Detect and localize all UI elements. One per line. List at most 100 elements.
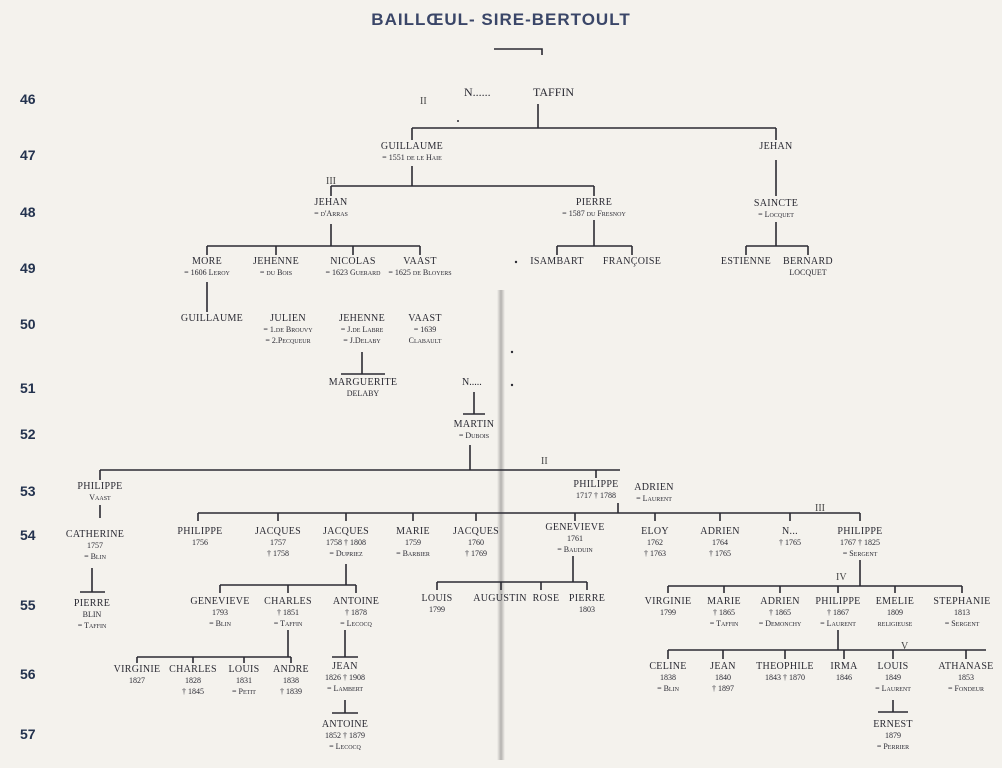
person-pierre48: PIERRE= 1587 du Fresnoy [562,197,626,219]
person-name: THEOPHILE [756,661,814,672]
person-detail: 1761 [566,534,583,543]
person-name: ESTIENNE [720,256,772,267]
person-detail: = Dupriez [329,549,363,558]
person-name: CHARLES [264,596,312,607]
person-name: MARIE [707,596,741,607]
person-name: ANTOINE [321,719,369,730]
person-name: PHILIPPE [573,479,619,490]
person-name: NICOLAS [330,256,376,267]
person-detail: 1838 [282,676,299,685]
person-detail: † 1851 [276,608,299,617]
person-adrien53: Adrien= Laurent [634,482,674,504]
person-detail: = du Bois [259,268,293,277]
person-detail: 1853 [958,673,974,682]
person-name: JEAN [710,661,736,672]
person-detail: = Locquet [758,210,794,219]
person-name: ATHANASE [938,661,994,672]
branch-marker: III [815,503,825,514]
person-name: LOUIS [877,661,909,672]
root-taffin: TAFFIN [533,85,575,99]
person-julien50: JULIEN= 1.de Brouvy= 2.Pecqueur [263,313,312,346]
person-detail: = Fondeur [948,684,984,693]
person-detail: 1799 [660,608,676,617]
person-name: JACQUES [255,526,301,537]
person-name: ISAMBART [530,256,584,267]
person-detail: religieuse [877,619,913,628]
person-detail: 1759 [404,538,421,547]
person-detail: 1849 [884,673,901,682]
person-detail: = Taffin [709,619,739,628]
generation-label: 47 [20,147,36,163]
person-detail: † 1765 [779,538,801,547]
person-name: EMELIE [875,596,915,607]
person-detail: = Laurent [875,684,911,693]
person-detail: = 1625 de Bloyers [388,268,452,277]
person-name: CELINE [649,661,687,672]
person-detail: 1717 † 1788 [576,491,616,500]
person-name: MORE [191,256,223,267]
branch-marker: IV [836,572,847,583]
person-name: PIERRE [568,593,606,604]
person-jehenne49: JEHENNE= du Bois [253,256,299,278]
person-detail: = Taffin [273,619,303,628]
person-detail: = 1.de Brouvy [263,325,313,334]
person-detail: 1799 [428,605,445,614]
person-nx54: N...† 1765 [779,526,801,548]
person-detail: = Demonchy [758,619,802,628]
page-fold [497,290,505,760]
person-detail: = Sergent [842,549,878,558]
person-detail: = 1587 du Fresnoy [562,209,626,218]
person-detail: 1846 [835,673,852,682]
person-name: GENEVIEVE [190,596,250,607]
generation-label: 56 [20,666,36,682]
person-jehan47: JEHAN [759,141,792,152]
root-unknown-spouse: N...... [464,85,491,99]
generation-label: 50 [20,316,36,332]
person-charles55: CHARLES† 1851 = Taffin [264,596,312,629]
person-name: PHILIPPE [837,526,883,537]
person-name: ROSE [532,593,560,604]
person-name: ADRIEN [700,526,740,537]
person-name: PIERRE [73,598,111,609]
person-detail: 1840 [715,673,731,682]
person-name: GENEVIEVE [545,522,605,533]
person-saincte48: SAINCTE= Locquet [754,198,798,220]
person-detail: 1793 [211,608,228,617]
person-detail: LOCQUET [789,268,827,277]
person-detail: 1760 [468,538,484,547]
person-name: ELOY [641,526,669,537]
person-name: JACQUES [323,526,369,537]
person-detail: = Barbier [396,549,430,558]
person-name: STEPHANIE [933,596,991,607]
branch-marker: II [420,96,427,107]
person-name: ANTOINE [332,596,380,607]
person-detail: † 1769 [465,549,487,558]
person-detail: = 1551 de le Haie [382,153,442,162]
person-name: JULIEN [270,313,306,324]
person-detail: = Bauduin [557,545,593,554]
generation-label: 52 [20,426,36,442]
person-detail: 1828 [184,676,201,685]
person-detail: = Lecocq [329,742,361,751]
person-guillaume50: GUILLAUME [181,313,243,324]
branch-marker: III [326,176,336,187]
person-nicolas49: NICOLAS= 1623 Guerard [326,256,381,278]
person-name: JEHENNE [253,256,299,267]
person-isambart49: ISAMBART [530,256,583,267]
